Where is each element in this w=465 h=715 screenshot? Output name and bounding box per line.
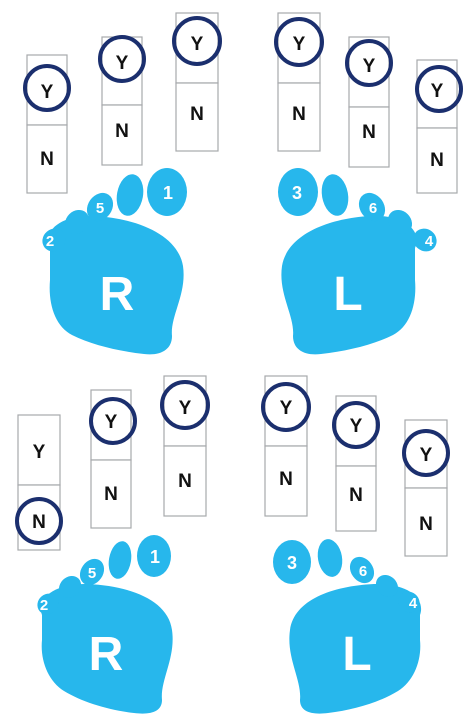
yn-column-1[interactable]: Y N xyxy=(25,55,69,193)
right-foot: 1 5 2 R xyxy=(33,535,172,714)
left-foot: 3 6 4 L xyxy=(278,168,441,354)
yn-column-4[interactable]: Y N xyxy=(263,376,309,516)
left-toe-label-3: 3 xyxy=(287,553,297,573)
left-toe-label-6: 6 xyxy=(359,563,367,580)
no-label: N xyxy=(40,149,54,170)
right-foot-label: R xyxy=(100,268,135,321)
yn-column-2[interactable]: Y N xyxy=(100,37,144,165)
right-toe-label-5: 5 xyxy=(88,565,96,582)
yes-label: Y xyxy=(41,82,54,103)
no-label: N xyxy=(115,121,129,142)
yes-label: Y xyxy=(191,34,204,55)
right-toe-label-2: 2 xyxy=(40,597,48,614)
yn-column-3[interactable]: Y N xyxy=(174,13,220,151)
left-foot: 3 6 4 L xyxy=(273,537,424,713)
right-toe-label-1: 1 xyxy=(163,183,173,203)
yn-column-6[interactable]: Y N xyxy=(404,420,448,556)
left-foot-label: L xyxy=(333,268,362,321)
no-label: N xyxy=(292,104,306,125)
yes-label: Y xyxy=(350,416,363,437)
right-toe-big-outer xyxy=(114,172,147,218)
yn-column-4[interactable]: Y N xyxy=(276,13,322,151)
yn-column-6[interactable]: Y N xyxy=(417,60,461,193)
no-label: N xyxy=(430,150,444,171)
yes-label: Y xyxy=(363,56,376,77)
right-foot-label: R xyxy=(89,628,124,681)
yn-column-3[interactable]: Y N xyxy=(162,376,208,516)
no-label: N xyxy=(32,512,46,533)
yn-column-1[interactable]: Y N xyxy=(17,415,61,550)
yes-label: Y xyxy=(431,81,444,102)
panel-1: 1 5 2 R 3 6 4 L Y N Y xyxy=(25,13,461,354)
no-label: N xyxy=(279,469,293,490)
left-toe-label-3: 3 xyxy=(292,183,302,203)
left-toe-label-6: 6 xyxy=(369,200,377,217)
no-label: N xyxy=(190,104,204,125)
yn-column-2[interactable]: Y N xyxy=(91,390,135,528)
yes-label: Y xyxy=(420,445,433,466)
yes-label: Y xyxy=(293,34,306,55)
no-label: N xyxy=(178,471,192,492)
right-toe-big-outer xyxy=(106,539,134,580)
no-label: N xyxy=(419,514,433,535)
left-toe-big-outer xyxy=(315,537,345,579)
right-toe-label-1: 1 xyxy=(150,547,160,567)
left-toe-big-outer xyxy=(319,172,352,218)
left-toe-label-4: 4 xyxy=(425,233,434,250)
panel-2: 1 5 2 R 3 6 4 L Y N Y xyxy=(17,376,448,714)
no-label: N xyxy=(349,485,363,506)
right-foot: 1 5 2 R xyxy=(38,168,187,354)
yn-column-5[interactable]: Y N xyxy=(347,37,391,167)
yes-label: Y xyxy=(33,442,46,463)
right-toe-label-2: 2 xyxy=(46,233,54,250)
left-toe-label-4: 4 xyxy=(409,595,418,612)
no-label: N xyxy=(104,484,118,505)
yes-label: Y xyxy=(280,398,293,419)
yn-column-5[interactable]: Y N xyxy=(334,396,378,531)
left-foot-label: L xyxy=(342,628,371,681)
yes-label: Y xyxy=(105,412,118,433)
yes-label: Y xyxy=(179,398,192,419)
right-toe-label-5: 5 xyxy=(96,200,104,217)
no-label: N xyxy=(362,122,376,143)
yes-label: Y xyxy=(116,53,129,74)
